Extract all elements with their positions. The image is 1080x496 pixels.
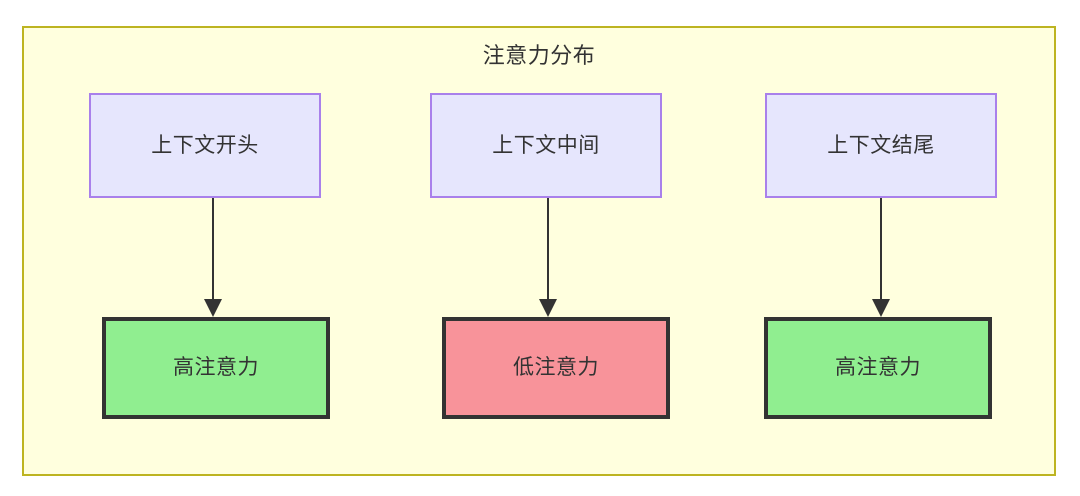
node-context-end[interactable]: 上下文结尾 xyxy=(765,93,997,198)
node-label: 低注意力 xyxy=(513,356,599,379)
node-attention-high-start[interactable]: 高注意力 xyxy=(102,317,330,419)
node-context-middle[interactable]: 上下文中间 xyxy=(430,93,662,198)
node-context-start[interactable]: 上下文开头 xyxy=(89,93,321,198)
node-label: 上下文结尾 xyxy=(827,133,935,157)
node-label: 高注意力 xyxy=(173,356,259,379)
diagram-title: 注意力分布 xyxy=(482,43,596,68)
node-attention-low-middle[interactable]: 低注意力 xyxy=(442,317,670,419)
node-label: 上下文中间 xyxy=(492,133,600,157)
node-label: 高注意力 xyxy=(835,356,921,379)
node-attention-high-end[interactable]: 高注意力 xyxy=(764,317,992,419)
node-label: 上下文开头 xyxy=(151,133,259,157)
